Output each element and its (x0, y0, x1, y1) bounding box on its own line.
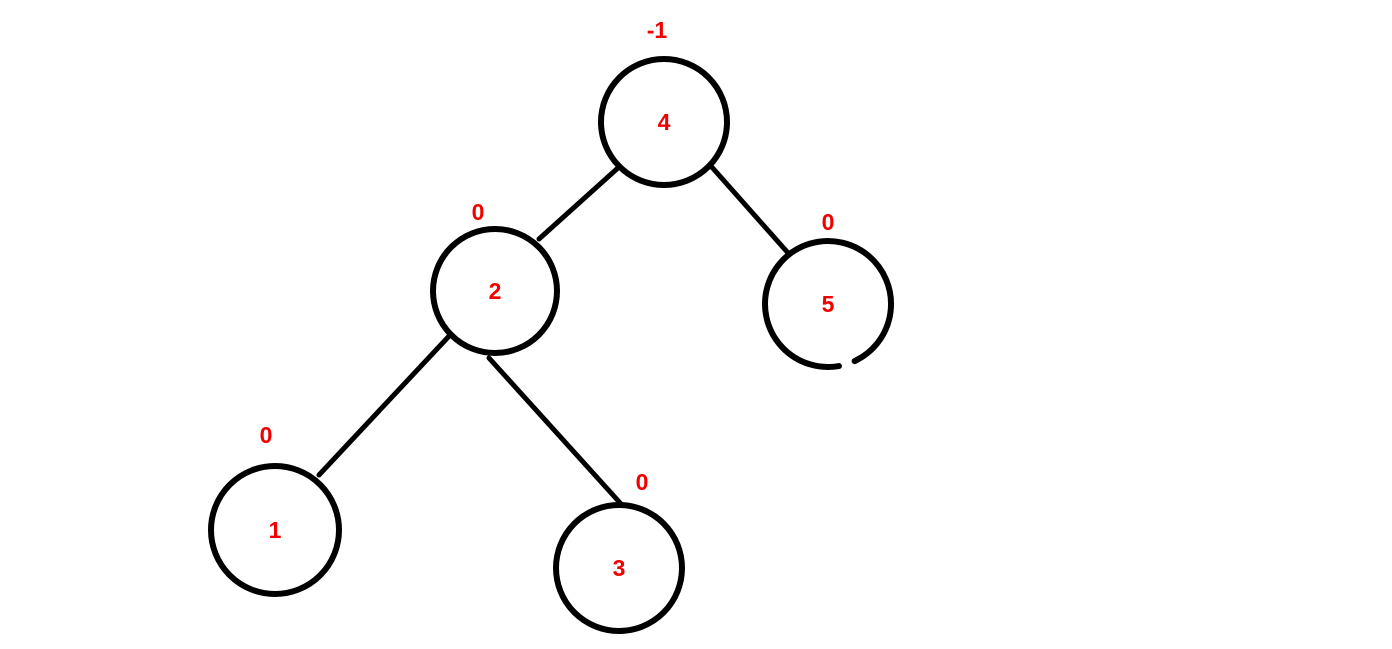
node-circle-3[interactable] (553, 502, 685, 634)
tree-edge-2-1 (316, 331, 454, 478)
edges-layer (316, 162, 792, 508)
node-circle-1[interactable] (208, 463, 342, 597)
node-circle-4[interactable] (598, 56, 730, 188)
node-balance-label-4: -1 (647, 17, 668, 43)
node-value-4: 4 (658, 109, 671, 135)
node-balance-label-5: 0 (822, 209, 835, 235)
node-balance-label-3: 0 (636, 469, 649, 495)
tree-edge-2-3 (486, 355, 625, 508)
node-value-3: 3 (613, 555, 626, 581)
node-circle-2[interactable] (430, 226, 560, 356)
node-value-1: 1 (269, 517, 282, 543)
tree-node-5[interactable]: 50 (762, 209, 895, 370)
node-balance-label-2: 0 (472, 199, 485, 225)
node-balance-label-1: 0 (260, 422, 273, 448)
tree-edge-4-2 (536, 164, 622, 242)
tree-edge-4-5 (707, 162, 792, 257)
tree-node-4[interactable]: 4 -1 (598, 17, 730, 188)
node-value-2: 2 (489, 278, 502, 304)
tree-node-2[interactable]: 20 (430, 199, 560, 356)
node-circle-5[interactable] (762, 237, 895, 370)
tree-node-1[interactable]: 10 (208, 422, 342, 597)
tree-node-3[interactable]: 30 (553, 469, 685, 634)
node-value-5: 5 (822, 291, 835, 317)
